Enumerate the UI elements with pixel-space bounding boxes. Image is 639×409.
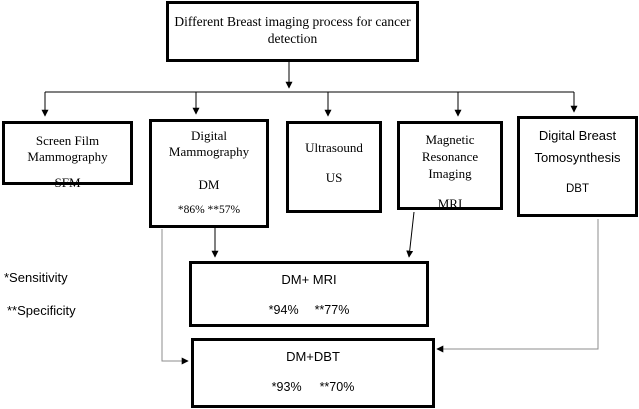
dm-abbr: DM	[198, 177, 220, 192]
us-line-1: Ultrasound	[305, 140, 363, 155]
dbt-abbr: DBT	[566, 183, 589, 195]
mri-box: Magnetic Resonance Imaging MRI	[397, 121, 503, 210]
mri-abbr: MRI	[437, 196, 463, 210]
title-box: Different Breast imaging process for can…	[166, 1, 419, 62]
arrow-mri-to-dm-mri	[406, 211, 415, 258]
sfm-line-1: Screen Film	[35, 133, 100, 148]
title-line-1: Different Breast imaging process for can…	[174, 14, 411, 29]
us-box: Ultrasound US	[286, 121, 382, 213]
dm-line-2: Mammography	[168, 144, 250, 159]
legend-sensitivity: *Sensitivity	[4, 270, 68, 285]
dm-stats: *86% **57%	[177, 204, 241, 216]
dm-dbt-sensitivity: *93%	[271, 380, 302, 394]
dm-mri-sensitivity: *94%	[268, 303, 299, 317]
sfm-box: Screen Film Mammography SFM	[2, 121, 133, 190]
dm-dbt-specificity: **70%	[319, 380, 355, 394]
mri-line-1: Magnetic	[425, 132, 475, 147]
arrow-dm-to-dm-dbt	[161, 229, 189, 365]
dbt-line-1: Digital Breast	[538, 128, 617, 143]
sfm-line-2: Mammography	[27, 149, 108, 164]
dm-mri-label: DM+ MRI	[281, 272, 337, 287]
dbt-box: Digital Breast Tomosynthesis DBT	[517, 116, 638, 217]
dm-mri-specificity: **77%	[314, 303, 350, 317]
dm-dbt-label: DM+DBT	[286, 349, 340, 364]
dbt-line-2: Tomosynthesis	[534, 150, 621, 165]
mri-line-3: Imaging	[428, 166, 472, 181]
legend-specificity: **Specificity	[7, 303, 76, 318]
arrow-dbt-to-dm-dbt	[436, 219, 599, 353]
dm-box: Digital Mammography DM *86% **57%	[149, 119, 269, 228]
dm-mri-box: DM+ MRI *94% **77%	[189, 261, 429, 327]
dm-dbt-box: DM+DBT *93% **70%	[191, 338, 435, 408]
us-abbr: US	[325, 170, 343, 185]
title-line-2: detection	[267, 31, 318, 46]
sfm-abbr: SFM	[54, 175, 81, 190]
dm-line-1: Digital	[190, 128, 228, 143]
mri-line-2: Resonance	[421, 149, 479, 164]
